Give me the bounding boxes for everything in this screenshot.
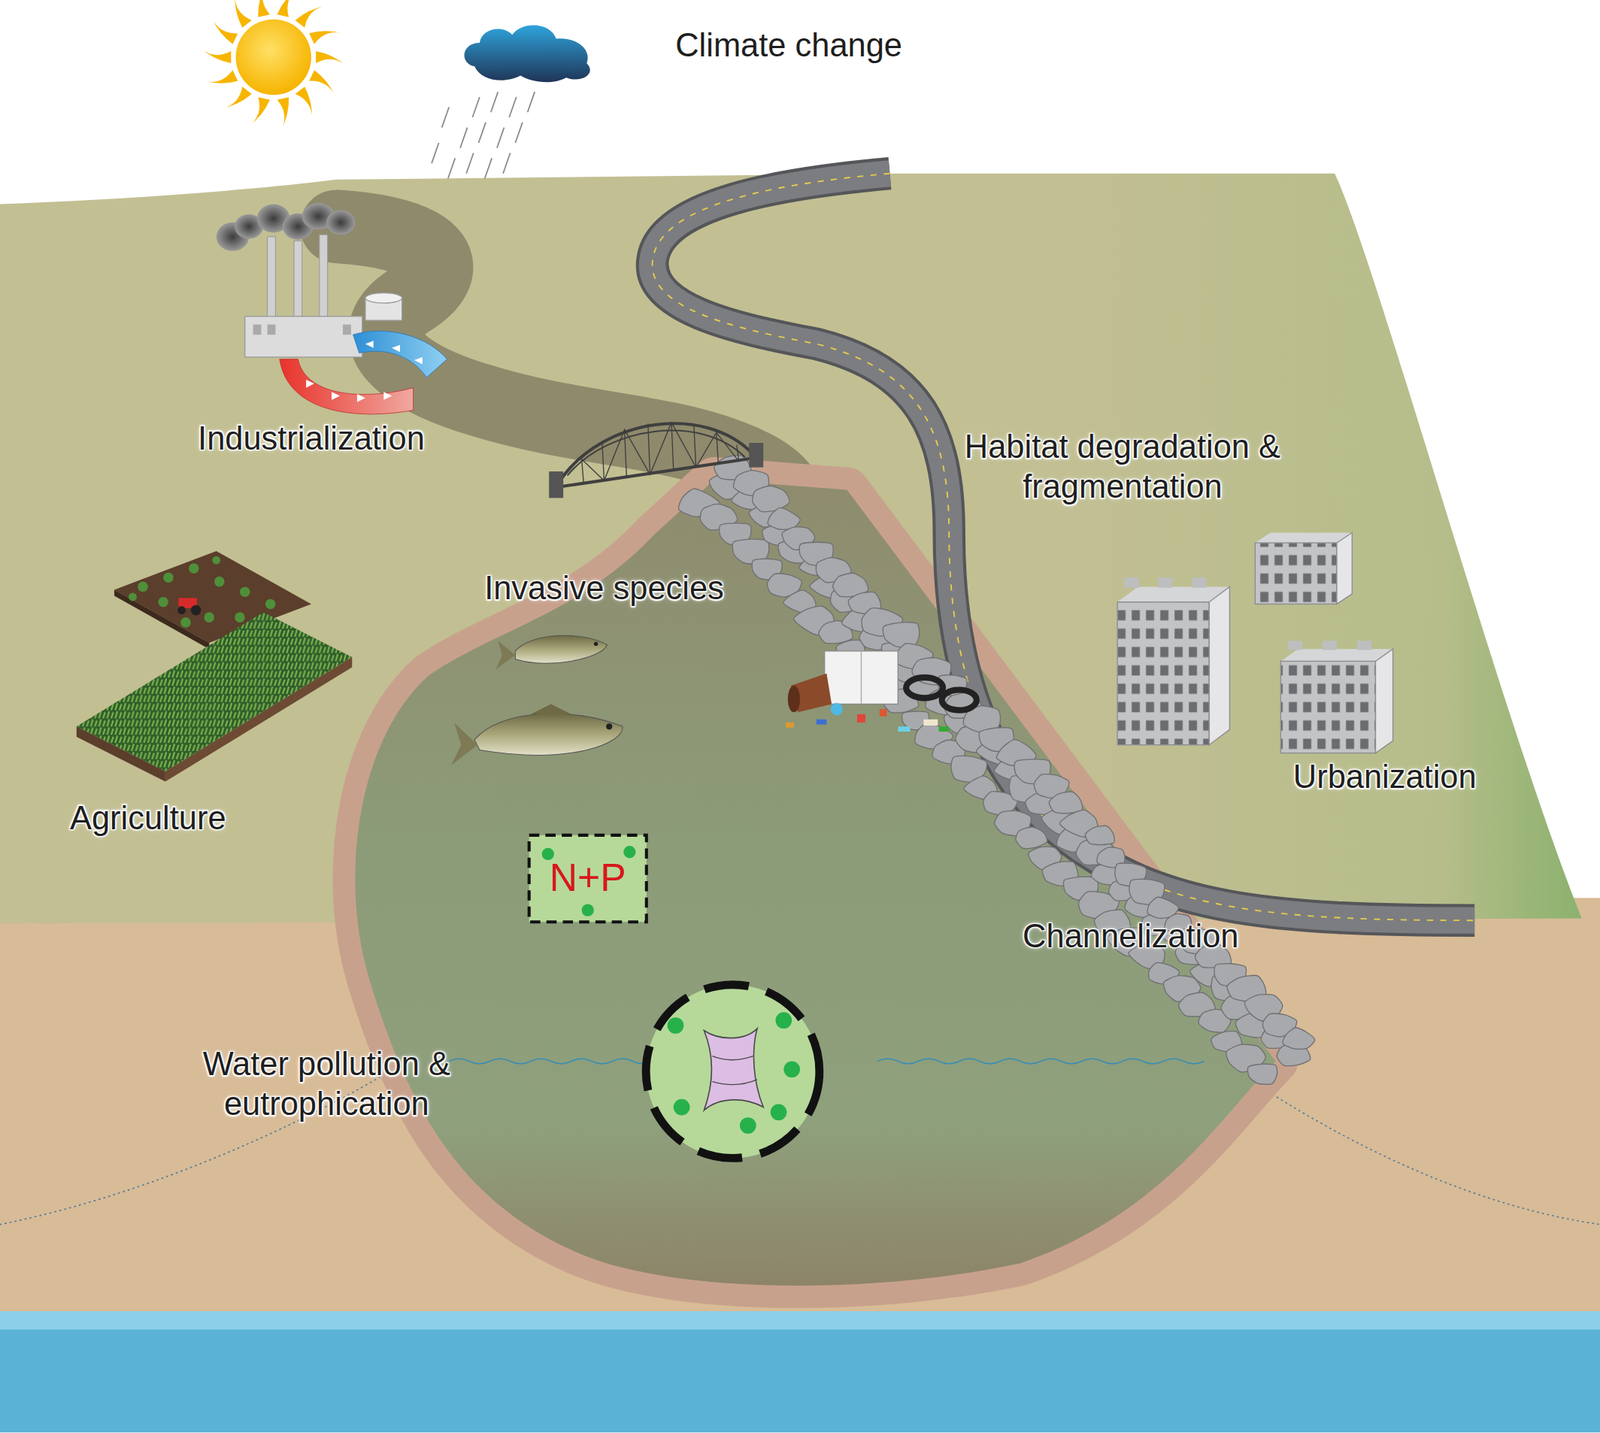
sun-ray [309, 30, 343, 44]
sun-ray [200, 48, 232, 64]
farm-fields-icon [76, 551, 352, 782]
map-label: Urbanization [1293, 757, 1477, 798]
bridge-icon [548, 422, 764, 498]
sun-ray [277, 96, 290, 131]
nutrient-dot [623, 845, 636, 858]
sun-ray [221, 86, 252, 109]
sun-ray [257, 0, 270, 18]
sun-icon [200, 0, 347, 131]
map-label: Habitat degradation & fragmentation [946, 427, 1299, 508]
rock [1084, 825, 1115, 845]
rock [1048, 791, 1082, 814]
rock [1282, 1027, 1316, 1050]
map-label: Industrialization [197, 418, 425, 459]
sea-surface [0, 1311, 1600, 1330]
buildings-icon [1117, 532, 1393, 753]
sun-ray [295, 86, 313, 120]
factory-icon [216, 203, 448, 415]
rock [882, 622, 919, 648]
nutrient-dot [581, 903, 594, 916]
sun-ray [203, 69, 238, 83]
sun-ray [295, 5, 327, 28]
estuary-water [354, 479, 1276, 1286]
map-label: Climate change [675, 26, 903, 67]
riprap-rocks [678, 455, 1316, 1085]
rain-cloud-icon [431, 24, 591, 179]
rock [767, 507, 800, 530]
water-surface-line [448, 1058, 1204, 1064]
nutrient-text: N+P [549, 857, 627, 900]
algal-cell-icon [645, 984, 820, 1159]
nutrient-box: N+P [527, 833, 649, 924]
map-label: Invasive species [484, 569, 725, 610]
fish-icon [451, 635, 623, 766]
trash-icon [785, 651, 977, 732]
sun-ray [234, 0, 252, 28]
river-bank [354, 479, 1276, 1286]
sea-band [0, 1311, 1600, 1433]
sun-ray [309, 69, 336, 97]
sun-ray [315, 51, 347, 67]
map-label: Channelization [1022, 916, 1239, 957]
rock [752, 485, 790, 512]
road [652, 173, 1476, 921]
map-label: Agriculture [69, 798, 227, 839]
rock [1015, 827, 1048, 849]
rock [1247, 1063, 1277, 1085]
sun-ray [211, 17, 238, 44]
box-fill [529, 835, 647, 922]
sun-ray [277, 0, 299, 18]
map-label: Water pollution & eutrophication [178, 1045, 476, 1125]
river [336, 226, 788, 541]
dotted-line [1229, 1066, 1600, 1225]
sun-ray [248, 96, 270, 127]
